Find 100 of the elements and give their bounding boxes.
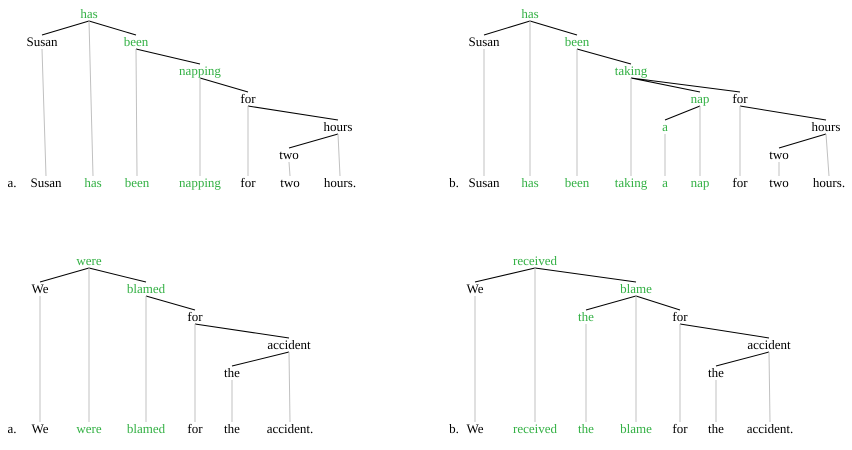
example-letter: b. <box>449 176 459 190</box>
tree-line <box>534 268 636 282</box>
word: a <box>662 176 668 190</box>
example-letter: b. <box>449 422 459 436</box>
word: nap <box>690 92 710 106</box>
word: the <box>224 366 240 380</box>
tree-line <box>630 78 632 176</box>
word: for <box>672 310 688 324</box>
tree-line <box>288 162 290 176</box>
tree-line <box>88 268 146 282</box>
tree-line <box>630 78 700 92</box>
tree-line <box>136 48 200 64</box>
tree-line <box>636 296 680 310</box>
tree-line <box>88 20 136 36</box>
word: Susan <box>468 35 500 49</box>
word: accident <box>267 338 311 352</box>
word: We <box>32 422 48 436</box>
tree-line <box>576 48 578 176</box>
tree-line <box>680 324 770 338</box>
word: been <box>124 176 150 190</box>
word: for <box>187 422 203 436</box>
tree-line <box>474 296 476 422</box>
word: for <box>240 92 256 106</box>
word: blame <box>620 282 652 296</box>
word: has <box>80 7 98 21</box>
word: for <box>187 310 203 324</box>
word: Susan <box>30 176 62 190</box>
word: napping <box>179 176 221 190</box>
word: Susan <box>26 35 58 49</box>
word: taking <box>614 176 648 190</box>
word: We <box>466 422 484 436</box>
tree-line <box>88 20 94 176</box>
tree-line <box>474 268 536 282</box>
tree-line <box>664 134 666 176</box>
tree-line <box>484 20 530 36</box>
tree-line <box>778 162 780 176</box>
word: has <box>521 7 539 21</box>
tree-line <box>42 48 46 176</box>
word: a <box>662 120 668 134</box>
word: the <box>708 366 724 380</box>
tree-line <box>146 296 196 310</box>
tree-line <box>530 20 578 36</box>
word: received <box>512 254 558 268</box>
tree-line <box>586 296 636 310</box>
word: accident. <box>746 422 794 436</box>
word: were <box>76 254 102 268</box>
tree-line <box>826 134 830 176</box>
word: taking <box>614 64 648 78</box>
word: hours <box>812 120 840 134</box>
tree-line <box>576 48 632 64</box>
word: two <box>769 148 789 162</box>
word: been <box>124 35 148 49</box>
word: blamed <box>126 282 166 296</box>
tree-line <box>288 352 290 422</box>
word: blamed <box>126 422 166 436</box>
tree-line <box>40 268 90 282</box>
word: We <box>32 282 48 296</box>
example-letter: a. <box>7 176 17 190</box>
tree-line <box>194 324 196 422</box>
tree-line <box>740 106 826 120</box>
tree-line <box>338 134 340 176</box>
word: Susan <box>468 176 500 190</box>
word: for <box>732 92 748 106</box>
word: hours. <box>812 176 846 190</box>
word: for <box>672 422 688 436</box>
word: accident. <box>266 422 314 436</box>
word: been <box>564 35 590 49</box>
tree-line <box>664 106 700 120</box>
example-letter: a. <box>7 422 17 436</box>
word: the <box>224 422 240 436</box>
word: two <box>769 176 789 190</box>
tree-line <box>136 48 138 176</box>
tree-line <box>42 20 90 36</box>
word: been <box>564 176 590 190</box>
word: nap <box>690 176 710 190</box>
tree-line <box>288 134 338 148</box>
word: two <box>279 148 299 162</box>
word: accident <box>747 338 791 352</box>
word: the <box>578 422 594 436</box>
word: the <box>578 310 594 324</box>
word: napping <box>179 64 221 78</box>
word: hours. <box>324 176 356 190</box>
tree-line <box>534 268 536 422</box>
word: two <box>280 176 300 190</box>
tree-line <box>768 352 770 422</box>
word: has <box>84 176 102 190</box>
tree-line <box>630 78 740 92</box>
tree-line <box>194 324 290 338</box>
word: received <box>512 422 558 436</box>
word: blame <box>620 422 652 436</box>
word: for <box>240 176 256 190</box>
tree-line <box>88 268 90 422</box>
tree-line <box>232 352 290 366</box>
tree-line <box>778 134 826 148</box>
word: for <box>732 176 748 190</box>
word: the <box>708 422 724 436</box>
word: hours <box>324 120 352 134</box>
tree-line <box>200 78 248 92</box>
tree-line <box>248 106 338 120</box>
word: We <box>466 282 484 296</box>
